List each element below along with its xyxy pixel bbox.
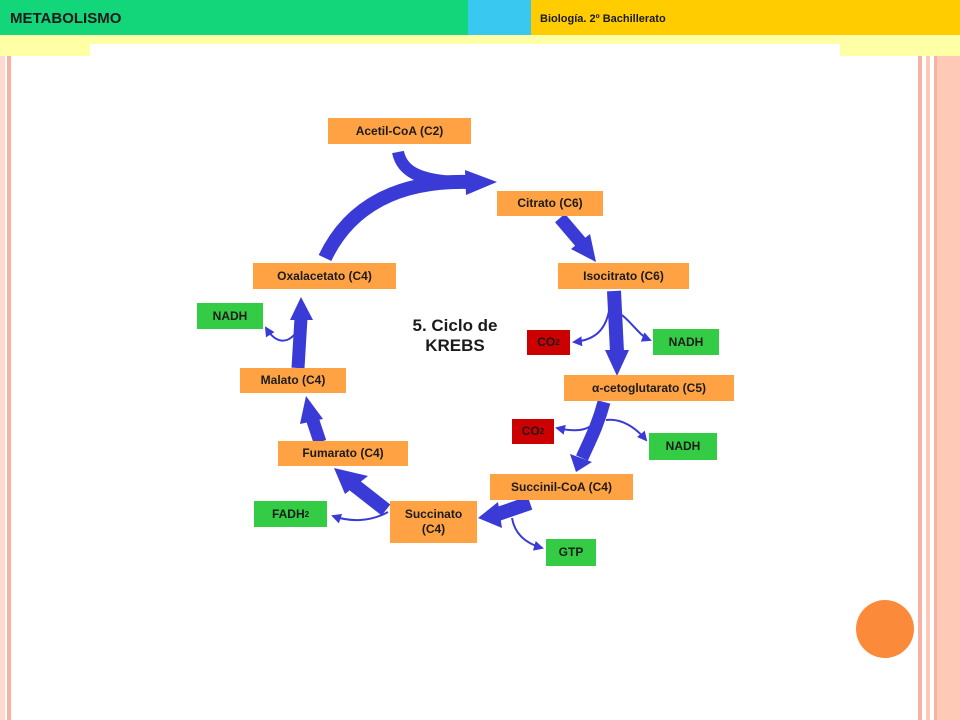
box-isocitrato: Isocitrato (C6)	[558, 263, 689, 289]
arrowhead-succinato	[478, 502, 502, 528]
succinato-line-2: (C4)	[421, 522, 446, 536]
succinato-line-1: Succinato	[404, 507, 463, 521]
box-succinato: Succinato (C4)	[390, 501, 477, 543]
header-green-bar	[0, 0, 468, 35]
header-title: METABOLISMO	[10, 10, 122, 27]
arrow-cetoglutarato-nadh	[605, 418, 648, 442]
arrow-oxalacetato-citrato	[318, 174, 471, 262]
co2-label-2: CO	[521, 424, 540, 438]
box-nadh-malato: NADH	[196, 302, 264, 330]
arrow-citrato-isocitrato	[555, 213, 588, 250]
box-fumarato: Fumarato (C4)	[278, 441, 408, 466]
box-malato: Malato (C4)	[240, 368, 346, 393]
arrow-isocitrato-nadh	[621, 314, 652, 342]
arrowhead-fumarato	[334, 468, 368, 494]
arrowhead-malato	[300, 396, 323, 424]
arrow-isocitrato-co2	[572, 304, 611, 347]
left-rail-dark	[7, 56, 11, 720]
box-gtp: GTP	[545, 538, 597, 567]
arrow-cetoglutarato-succinil	[576, 400, 611, 461]
left-rail-light	[0, 56, 5, 720]
arrow-acetil-entry	[392, 150, 456, 188]
box-succinil-coa: Succinil-CoA (C4)	[490, 474, 633, 500]
arrow-cetoglutarato-co2	[555, 417, 599, 435]
arrow-succinato-fumarato	[349, 479, 391, 516]
box-citrato: Citrato (C6)	[497, 191, 603, 216]
header-band-inset	[90, 44, 840, 56]
right-rail-stripe-4	[937, 56, 960, 720]
fadh-sub: 2	[304, 509, 310, 519]
arrowhead-oxalacetato	[290, 297, 313, 320]
diagram-title-line-1: 5. Ciclo de	[412, 316, 498, 335]
diagram-title-line-2: KREBS	[425, 336, 485, 355]
arrow-succinato-fadh	[331, 511, 389, 524]
right-rail-stripe-3	[934, 56, 937, 720]
arrow-isocitrato-cetoglutarato	[607, 290, 624, 353]
fadh-label: FADH	[271, 506, 305, 521]
co2-sub-2: 2	[539, 427, 545, 436]
box-oxalacetato: Oxalacetato (C4)	[253, 263, 396, 289]
box-nadh-isocitrato: NADH	[652, 328, 720, 356]
arrow-malato-oxalacetato	[291, 317, 308, 369]
arrowhead-isocitrato	[571, 234, 596, 262]
arrowhead-cetoglutarato	[605, 350, 629, 376]
co2-sub-1: 2	[555, 338, 560, 347]
arrowhead-succinil	[570, 454, 592, 472]
header-yellow-bar	[531, 0, 960, 35]
box-cetoglutarato: α-cetoglutarato (C5)	[564, 375, 734, 401]
decorative-circle	[856, 600, 914, 658]
arrow-malato-nadh	[264, 326, 299, 342]
box-nadh-cetoglutarato: NADH	[648, 432, 718, 461]
header-subtitle: Biología. 2º Bachillerato	[540, 13, 666, 25]
co2-label-1: CO	[537, 335, 556, 349]
right-rail-stripe-1	[918, 56, 922, 720]
right-rail-stripe-2	[926, 56, 930, 720]
arrow-succinil-succinato	[495, 496, 533, 521]
header-cyan-block	[468, 0, 531, 35]
arrowhead-citrato	[465, 170, 497, 195]
diagram-title: 5. Ciclo de KREBS	[390, 316, 520, 356]
arrow-succinil-gtp	[511, 517, 544, 551]
box-acetil-coa: Acetil-CoA (C2)	[328, 118, 471, 144]
